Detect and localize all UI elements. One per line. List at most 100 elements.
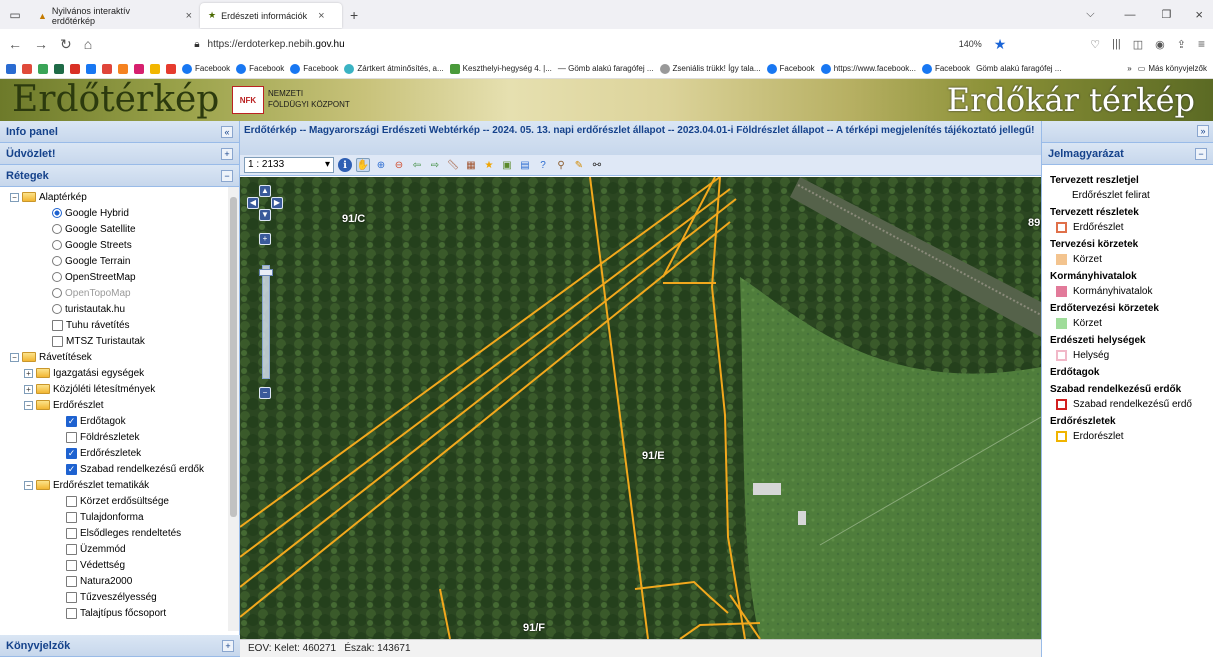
pan-left-button[interactable]: ◀ [247,197,259,209]
pan-down-button[interactable]: ▼ [259,209,271,221]
layer-radio[interactable] [52,224,62,234]
forward-icon[interactable]: → [34,36,48,52]
tree-node[interactable]: −Rávetítések [10,349,92,365]
tree-node[interactable]: Üzemmód [66,541,126,557]
collapse-node-icon[interactable]: − [24,400,33,410]
bookmark-item[interactable]: Zseniális trükk! Így tala... [659,63,761,74]
tree-node[interactable]: Google Terrain [52,253,130,269]
map-canvas[interactable]: 91/C 91/E 91/F 89 ▲ ◀ ▶ ▼ + − [240,177,1041,639]
pan-tool-icon[interactable]: ✋ [356,158,370,172]
tree-node[interactable]: −Erdőrészlet [24,397,104,413]
bookmark-favicon-icon[interactable] [102,63,112,74]
close-tab-icon[interactable]: × [185,9,192,22]
zoom-in-button[interactable]: + [259,233,271,245]
layer-checkbox[interactable]: ✓ [66,447,77,459]
erdokar-title[interactable]: Erdőkár térkép [946,81,1195,119]
zoom-bar[interactable] [262,265,270,379]
bookmark-favicon-icon[interactable] [150,63,160,74]
map-imagery[interactable] [240,177,1041,639]
layer-radio[interactable] [52,256,62,266]
tree-node[interactable]: Körzet erdősültsége [66,493,169,509]
bookmark-favicon-icon[interactable] [86,63,96,74]
bookmark-item[interactable]: Gömb alakú faragófej ... [976,64,1062,73]
tree-node[interactable]: Natura2000 [66,573,132,589]
layer-radio[interactable] [52,288,62,298]
bookmark-favicon-icon[interactable] [134,63,144,74]
bookmark-favicon-icon[interactable] [166,63,176,74]
bookmark-star-icon[interactable]: ★ [993,35,1007,52]
help-icon[interactable]: ? [540,159,546,171]
tree-node[interactable]: MTSZ Turistautak [52,333,145,349]
zoom-slider-handle[interactable] [259,269,273,276]
tree-node[interactable]: −Erdőrészlet tematikák [24,477,149,493]
layer-checkbox[interactable] [66,607,77,619]
print-icon[interactable]: ▤ [520,159,530,171]
collapse-right-bar[interactable]: » [1042,121,1213,143]
tree-node[interactable]: turistautak.hu [52,301,125,317]
zoom-out-tool-icon[interactable]: ⊖ [394,159,404,171]
tree-node[interactable]: Google Satellite [52,221,136,237]
tab-list-icon[interactable]: ▭ [9,7,21,22]
collapse-icon[interactable]: − [221,169,233,182]
tree-node[interactable]: −Alaptérkép [10,189,87,205]
map-export-icon[interactable]: ▣ [502,159,512,171]
expand-node-icon[interactable]: + [24,368,33,378]
tree-node[interactable]: Tűzveszélyesség [66,589,157,605]
sidebar-icon[interactable]: ◫ [1132,38,1144,51]
layer-checkbox[interactable] [66,511,77,523]
bookmark-item[interactable]: Facebook [766,63,815,74]
url-field[interactable]: 🔒︎ https://erdoterkep.nebih.gov.hu [104,33,947,55]
bookmark-item[interactable]: — Gömb alakú faragófej ... [557,64,654,73]
new-tab-icon[interactable]: + [350,6,359,23]
layer-checkbox[interactable] [66,591,77,603]
chevron-down-icon[interactable]: ⌵ [1086,8,1095,20]
tree-node[interactable]: ✓Szabad rendelkezésű erdők [66,461,204,477]
menu-icon[interactable]: ≡ [1197,37,1205,51]
tree-node[interactable]: ✓Erdőtagok [66,413,126,429]
scrollbar-thumb[interactable] [230,197,237,517]
measure-distance-icon[interactable]: 📏︎ [446,159,460,171]
expand-node-icon[interactable]: + [24,384,33,394]
tree-node[interactable]: +Igazgatási egységek [24,365,144,381]
layer-checkbox[interactable] [66,527,77,539]
forward-arrow-icon[interactable]: ⇨ [430,159,440,171]
bookmark-favicon-icon[interactable] [6,63,16,74]
collapse-right-icon[interactable]: » [1197,125,1209,137]
info-tool-icon[interactable]: ℹ [338,158,352,172]
legend-header[interactable]: Jelmagyarázat − [1042,143,1213,165]
tree-node[interactable]: Földrészletek [66,429,139,445]
back-icon[interactable]: ← [8,36,22,52]
pan-right-button[interactable]: ▶ [271,197,283,209]
tab-erdoterkep[interactable]: ▲ Nyilvános interaktív erdőtérkép × [30,3,200,28]
layers-header[interactable]: Rétegek − [0,165,239,187]
bookmark-item[interactable]: https://www.facebook... [820,63,916,74]
zoom-out-button[interactable]: − [259,387,271,399]
extensions-icon[interactable]: ⇪ [1176,38,1186,51]
pocket-icon[interactable]: ♡ [1090,38,1101,51]
layer-radio[interactable] [52,304,62,314]
bookmark-favicon-icon[interactable] [70,63,80,74]
scale-select[interactable]: 1 : 2133▾ [244,157,334,173]
bookmark-favicon-icon[interactable] [22,63,32,74]
bookmark-item[interactable]: Facebook [182,63,230,74]
bookmark-item[interactable]: Keszthelyi-hegység 4. |... [449,63,552,74]
layer-checkbox[interactable]: ✓ [66,463,77,475]
measure-area-icon[interactable]: ▦ [466,159,476,171]
bookmark-item[interactable]: Facebook [921,63,970,74]
layer-radio[interactable] [52,272,62,282]
tree-node[interactable]: Google Streets [52,237,132,253]
collapse-node-icon[interactable]: − [24,480,33,490]
collapse-node-icon[interactable]: − [10,192,19,202]
bookmark-favicon-icon[interactable] [54,63,64,74]
tree-node[interactable]: OpenTopoMap [52,285,131,301]
reload-icon[interactable]: ↻ [60,35,72,52]
tree-node[interactable]: OpenStreetMap [52,269,136,285]
close-tab-icon[interactable]: × [318,9,325,22]
tab-erdeszeti[interactable]: ★ Erdészeti információk × [200,3,342,28]
favorite-star-icon[interactable]: ★ [484,159,494,171]
restore-icon[interactable]: ❐ [1161,9,1172,21]
tree-node[interactable]: Elsődleges rendeltetés [66,525,181,541]
search-icon[interactable]: ⚲ [557,159,565,171]
layer-checkbox[interactable]: ✓ [66,415,77,427]
layer-radio[interactable] [52,208,62,218]
